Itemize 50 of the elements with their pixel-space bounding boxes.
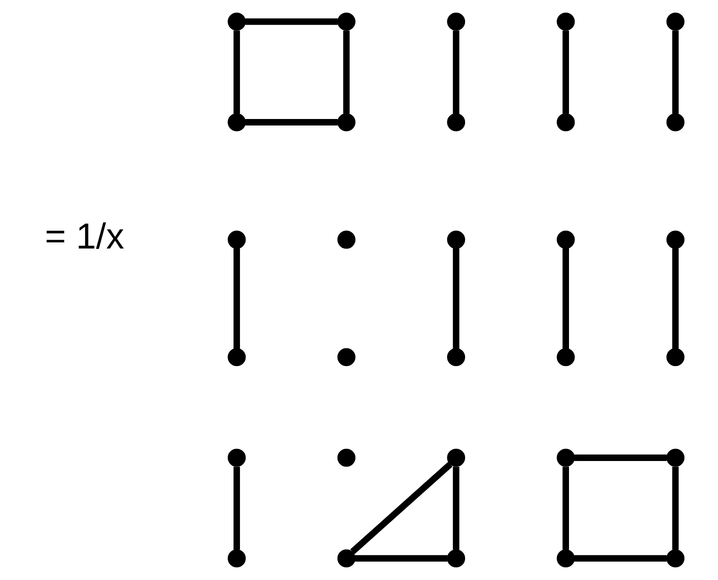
node-circle	[337, 230, 356, 249]
connector	[672, 30, 679, 114]
node-circle	[447, 230, 466, 249]
connector	[672, 466, 679, 550]
node-circle	[556, 12, 575, 31]
node-circle	[666, 113, 684, 132]
connector	[245, 119, 338, 126]
node-circle	[337, 549, 356, 568]
node-circle	[337, 348, 356, 366]
connector	[452, 466, 460, 550]
node-circle	[228, 448, 246, 467]
connector	[672, 248, 679, 349]
connector	[452, 248, 460, 349]
node-circle	[666, 448, 684, 467]
node-circle	[447, 113, 466, 132]
node-circle	[228, 549, 246, 568]
connector	[245, 18, 338, 25]
node-circle	[556, 113, 575, 132]
node-circle	[447, 348, 466, 366]
node-circle	[666, 348, 684, 366]
node-circle	[556, 549, 575, 568]
node-circle	[337, 448, 356, 467]
node-circle	[228, 348, 246, 366]
node-circle	[447, 448, 466, 467]
connector	[234, 30, 240, 114]
connector	[234, 466, 240, 550]
connector	[562, 30, 569, 114]
connector	[354, 555, 448, 562]
connector	[574, 555, 667, 562]
node-circle	[228, 230, 246, 249]
connector	[574, 454, 667, 461]
label: = 1/x	[44, 216, 124, 257]
connector	[452, 30, 460, 114]
node-circle	[556, 348, 575, 366]
node-circle	[666, 549, 684, 568]
node-circle	[337, 12, 356, 31]
connector	[350, 462, 452, 554]
connector	[343, 30, 350, 114]
connector	[562, 466, 569, 550]
node-circle	[556, 230, 575, 249]
node-circle	[447, 549, 466, 568]
node-circle	[447, 12, 466, 31]
connector	[562, 248, 569, 349]
connector	[234, 248, 240, 349]
node-circle	[556, 448, 575, 467]
node-circle	[228, 12, 246, 31]
node-circle	[228, 113, 246, 132]
node-circle	[337, 113, 356, 132]
node-circle	[666, 230, 684, 249]
node-circle	[666, 12, 684, 31]
